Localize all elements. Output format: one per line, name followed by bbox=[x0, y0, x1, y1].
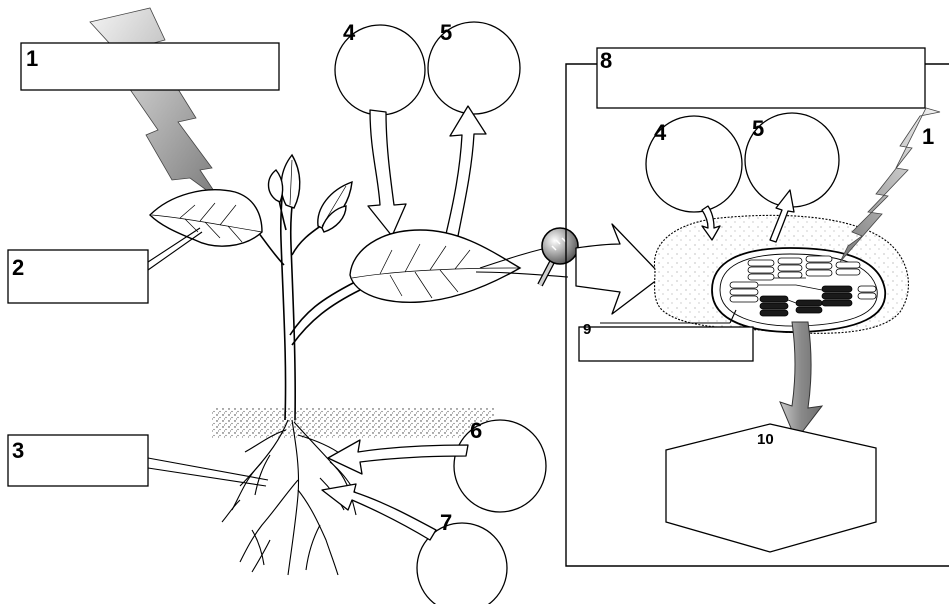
minerals-arrow bbox=[322, 484, 436, 540]
product-arrow bbox=[780, 322, 822, 440]
chloroplast-gas-in-number: 4 bbox=[654, 120, 667, 145]
sunlight-label-box[interactable]: 1 bbox=[21, 43, 279, 90]
gas-in-circle[interactable]: 4 bbox=[335, 20, 425, 115]
gas-out-circle[interactable]: 5 bbox=[428, 20, 520, 114]
right-leaf bbox=[350, 230, 520, 302]
product-number: 10 bbox=[757, 431, 774, 448]
chloroplast-gas-in-circle[interactable]: 4 bbox=[646, 116, 742, 212]
water-arrow bbox=[328, 440, 468, 474]
minerals-circle[interactable]: 7 bbox=[417, 510, 507, 604]
root-pointer-line bbox=[148, 458, 268, 486]
chloroplast-label-box[interactable]: 9 bbox=[579, 321, 753, 361]
gas-in-number: 4 bbox=[343, 20, 356, 45]
product-hexagon[interactable]: 10 bbox=[666, 424, 876, 552]
leaf-label-box[interactable]: 2 bbox=[8, 250, 148, 303]
root-number: 3 bbox=[12, 438, 24, 463]
zoom-arrow bbox=[576, 224, 662, 314]
gas-out-number: 5 bbox=[440, 20, 452, 45]
sunlight-bolt-icon bbox=[90, 8, 220, 200]
soil-layer bbox=[212, 408, 494, 438]
gas-in-arrow bbox=[368, 110, 406, 236]
water-number: 6 bbox=[470, 418, 482, 443]
panel-title-number: 8 bbox=[600, 48, 612, 73]
gas-out-arrow bbox=[446, 106, 486, 236]
minerals-number: 7 bbox=[440, 510, 452, 535]
sunlight-number: 1 bbox=[26, 46, 38, 71]
left-leaf bbox=[150, 190, 262, 246]
chloroplast-number: 9 bbox=[583, 321, 591, 338]
leaf-number: 2 bbox=[12, 255, 24, 280]
chloroplast bbox=[712, 248, 885, 332]
plant-stem bbox=[250, 185, 360, 420]
chloroplast-sunlight-number: 1 bbox=[922, 124, 934, 149]
chloroplast-gas-out-circle[interactable]: 5 bbox=[745, 113, 839, 207]
chloroplast-gas-out-number: 5 bbox=[752, 116, 764, 141]
panel-title-box[interactable]: 8 bbox=[597, 48, 925, 108]
root-label-box[interactable]: 3 bbox=[8, 435, 148, 486]
